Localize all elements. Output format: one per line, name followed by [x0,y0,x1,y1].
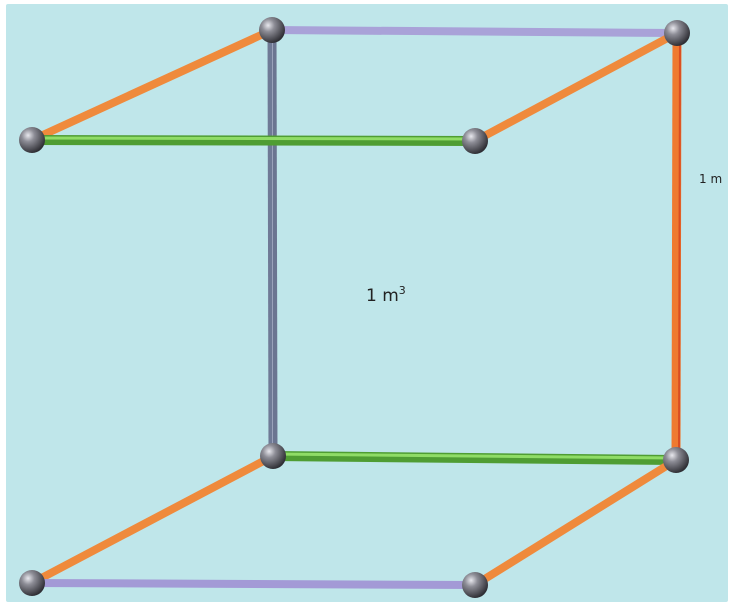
volume-label-exponent: 3 [398,284,406,297]
volume-label: 1 m3 [366,284,406,306]
edge-bottom-right-depth [472,456,679,589]
joint-sphere-top-back-left [259,17,285,43]
edge-back-right-vertical-shade [678,34,681,459]
edge-back-left-vertical [267,29,278,457]
edge-back-right-vertical [671,32,682,461]
edge-front-bottom-width [31,579,476,589]
edge-top-back-width [271,26,678,37]
edge-front-top-width-highlight [31,136,476,141]
joint-sphere-top-front-left [19,127,45,153]
edge-length-label: 1 m [699,172,723,186]
edge-bottom-left-depth [30,452,275,587]
edge-front-top-width [27,135,480,146]
background-panel [6,4,728,602]
joint-sphere-top-front-right [462,128,488,154]
edge-top-left-depth [30,26,274,144]
joint-sphere-bottom-front-right [462,572,488,598]
edge-top-right-depth [473,29,679,145]
joint-sphere-bottom-back-right [663,447,689,473]
volume-label-value: 1 m [366,286,399,306]
joint-sphere-bottom-back-left [260,443,286,469]
joint-sphere-bottom-front-left [19,570,45,596]
joint-sphere-top-back-right [664,20,690,46]
